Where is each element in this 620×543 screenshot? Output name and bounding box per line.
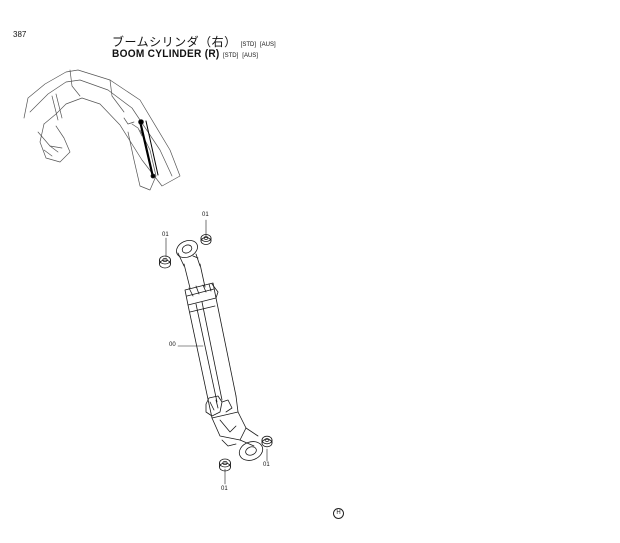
callout-body: 00	[169, 342, 176, 348]
footer-mark: H	[333, 508, 344, 519]
hose-fitting	[205, 395, 233, 417]
page-number: 387	[13, 30, 27, 39]
cylinder-tube	[187, 297, 237, 405]
callout-bottom-left: 01	[221, 486, 228, 492]
tag-std: [STD]	[240, 42, 256, 48]
leader-lines	[165, 219, 268, 485]
tag-aus-en: [AUS]	[242, 53, 258, 59]
excavator-thumbnail	[23, 69, 181, 191]
base-eye	[238, 441, 264, 461]
title-line-japanese: ブームシリンダ（右） [STD] [AUS]	[112, 33, 276, 49]
title-block: ブームシリンダ（右） [STD] [AUS] BOOM CYLINDER (R)…	[112, 33, 276, 63]
bushing-top-right	[200, 234, 212, 245]
thumbnail-highlight	[138, 119, 159, 179]
bushing-top-left	[159, 255, 171, 269]
title-english: BOOM CYLINDER (R)	[112, 48, 220, 60]
tag-std-en: [STD]	[222, 53, 239, 59]
callout-top-left: 01	[162, 232, 169, 238]
bushing-bottom-right	[261, 435, 273, 448]
piston-rod	[183, 263, 206, 289]
bushing-bottom-left	[219, 458, 231, 472]
tag-aus: [AUS]	[260, 42, 276, 48]
title-line-english: BOOM CYLINDER (R) [STD] [AUS]	[112, 48, 276, 63]
cylinder-base	[208, 395, 259, 447]
callout-bottom-right: 01	[263, 462, 270, 468]
rod-eye	[176, 239, 201, 267]
callout-top-right: 01	[202, 212, 209, 218]
title-japanese: ブームシリンダ（右）	[112, 35, 237, 49]
